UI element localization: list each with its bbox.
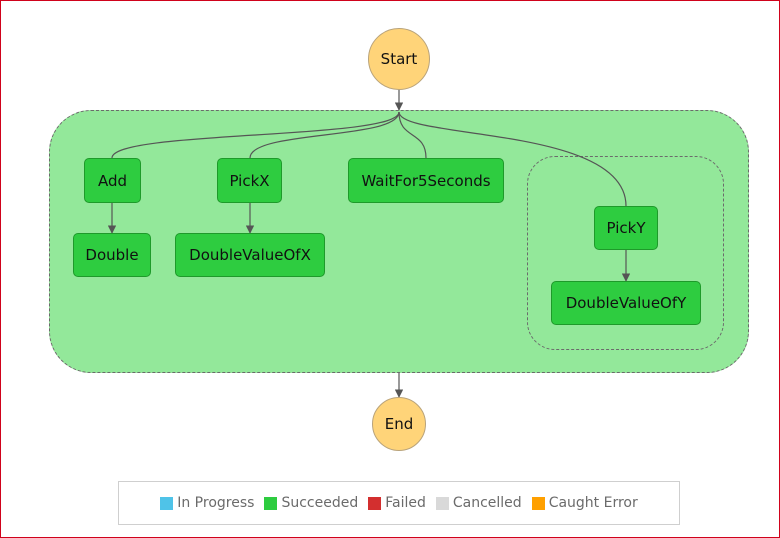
state-doublevalueofy[interactable]: DoubleValueOfY [551,281,701,325]
legend-item-in-progress: In Progress [160,495,254,511]
state-doublevalueofx[interactable]: DoubleValueOfX [175,233,325,277]
branch-line-pickx [249,111,400,159]
legend-label: Failed [385,495,426,511]
state-double[interactable]: Double [73,233,151,277]
end-state[interactable]: End [372,397,426,451]
legend-label: Succeeded [281,495,359,511]
branch-line-add [111,111,400,159]
legend-swatch-icon [435,496,449,510]
state-picky[interactable]: PickY [594,206,658,250]
branch-line-wait [398,111,427,159]
legend-label: In Progress [177,495,255,511]
legend-item-cancelled: Cancelled [435,495,522,511]
legend-swatch-icon [264,496,278,510]
state-pickx[interactable]: PickX [217,158,282,203]
legend-item-succeeded: Succeeded [264,495,358,511]
legend-swatch-icon [368,496,382,510]
legend-item-failed: Failed [368,495,426,511]
state-add[interactable]: Add [84,158,141,203]
start-state[interactable]: Start [368,28,430,90]
legend-swatch-icon [531,496,545,510]
legend-swatch-icon [160,496,174,510]
state-waitfor5seconds[interactable]: WaitFor5Seconds [348,158,504,203]
legend-label: Caught Error [548,495,638,511]
legend-label: Cancelled [452,495,522,511]
legend-item-caught-error: Caught Error [531,495,638,511]
branch-line-picky [398,111,627,207]
status-legend: In Progress Succeeded Failed Cancelled C… [118,481,680,525]
